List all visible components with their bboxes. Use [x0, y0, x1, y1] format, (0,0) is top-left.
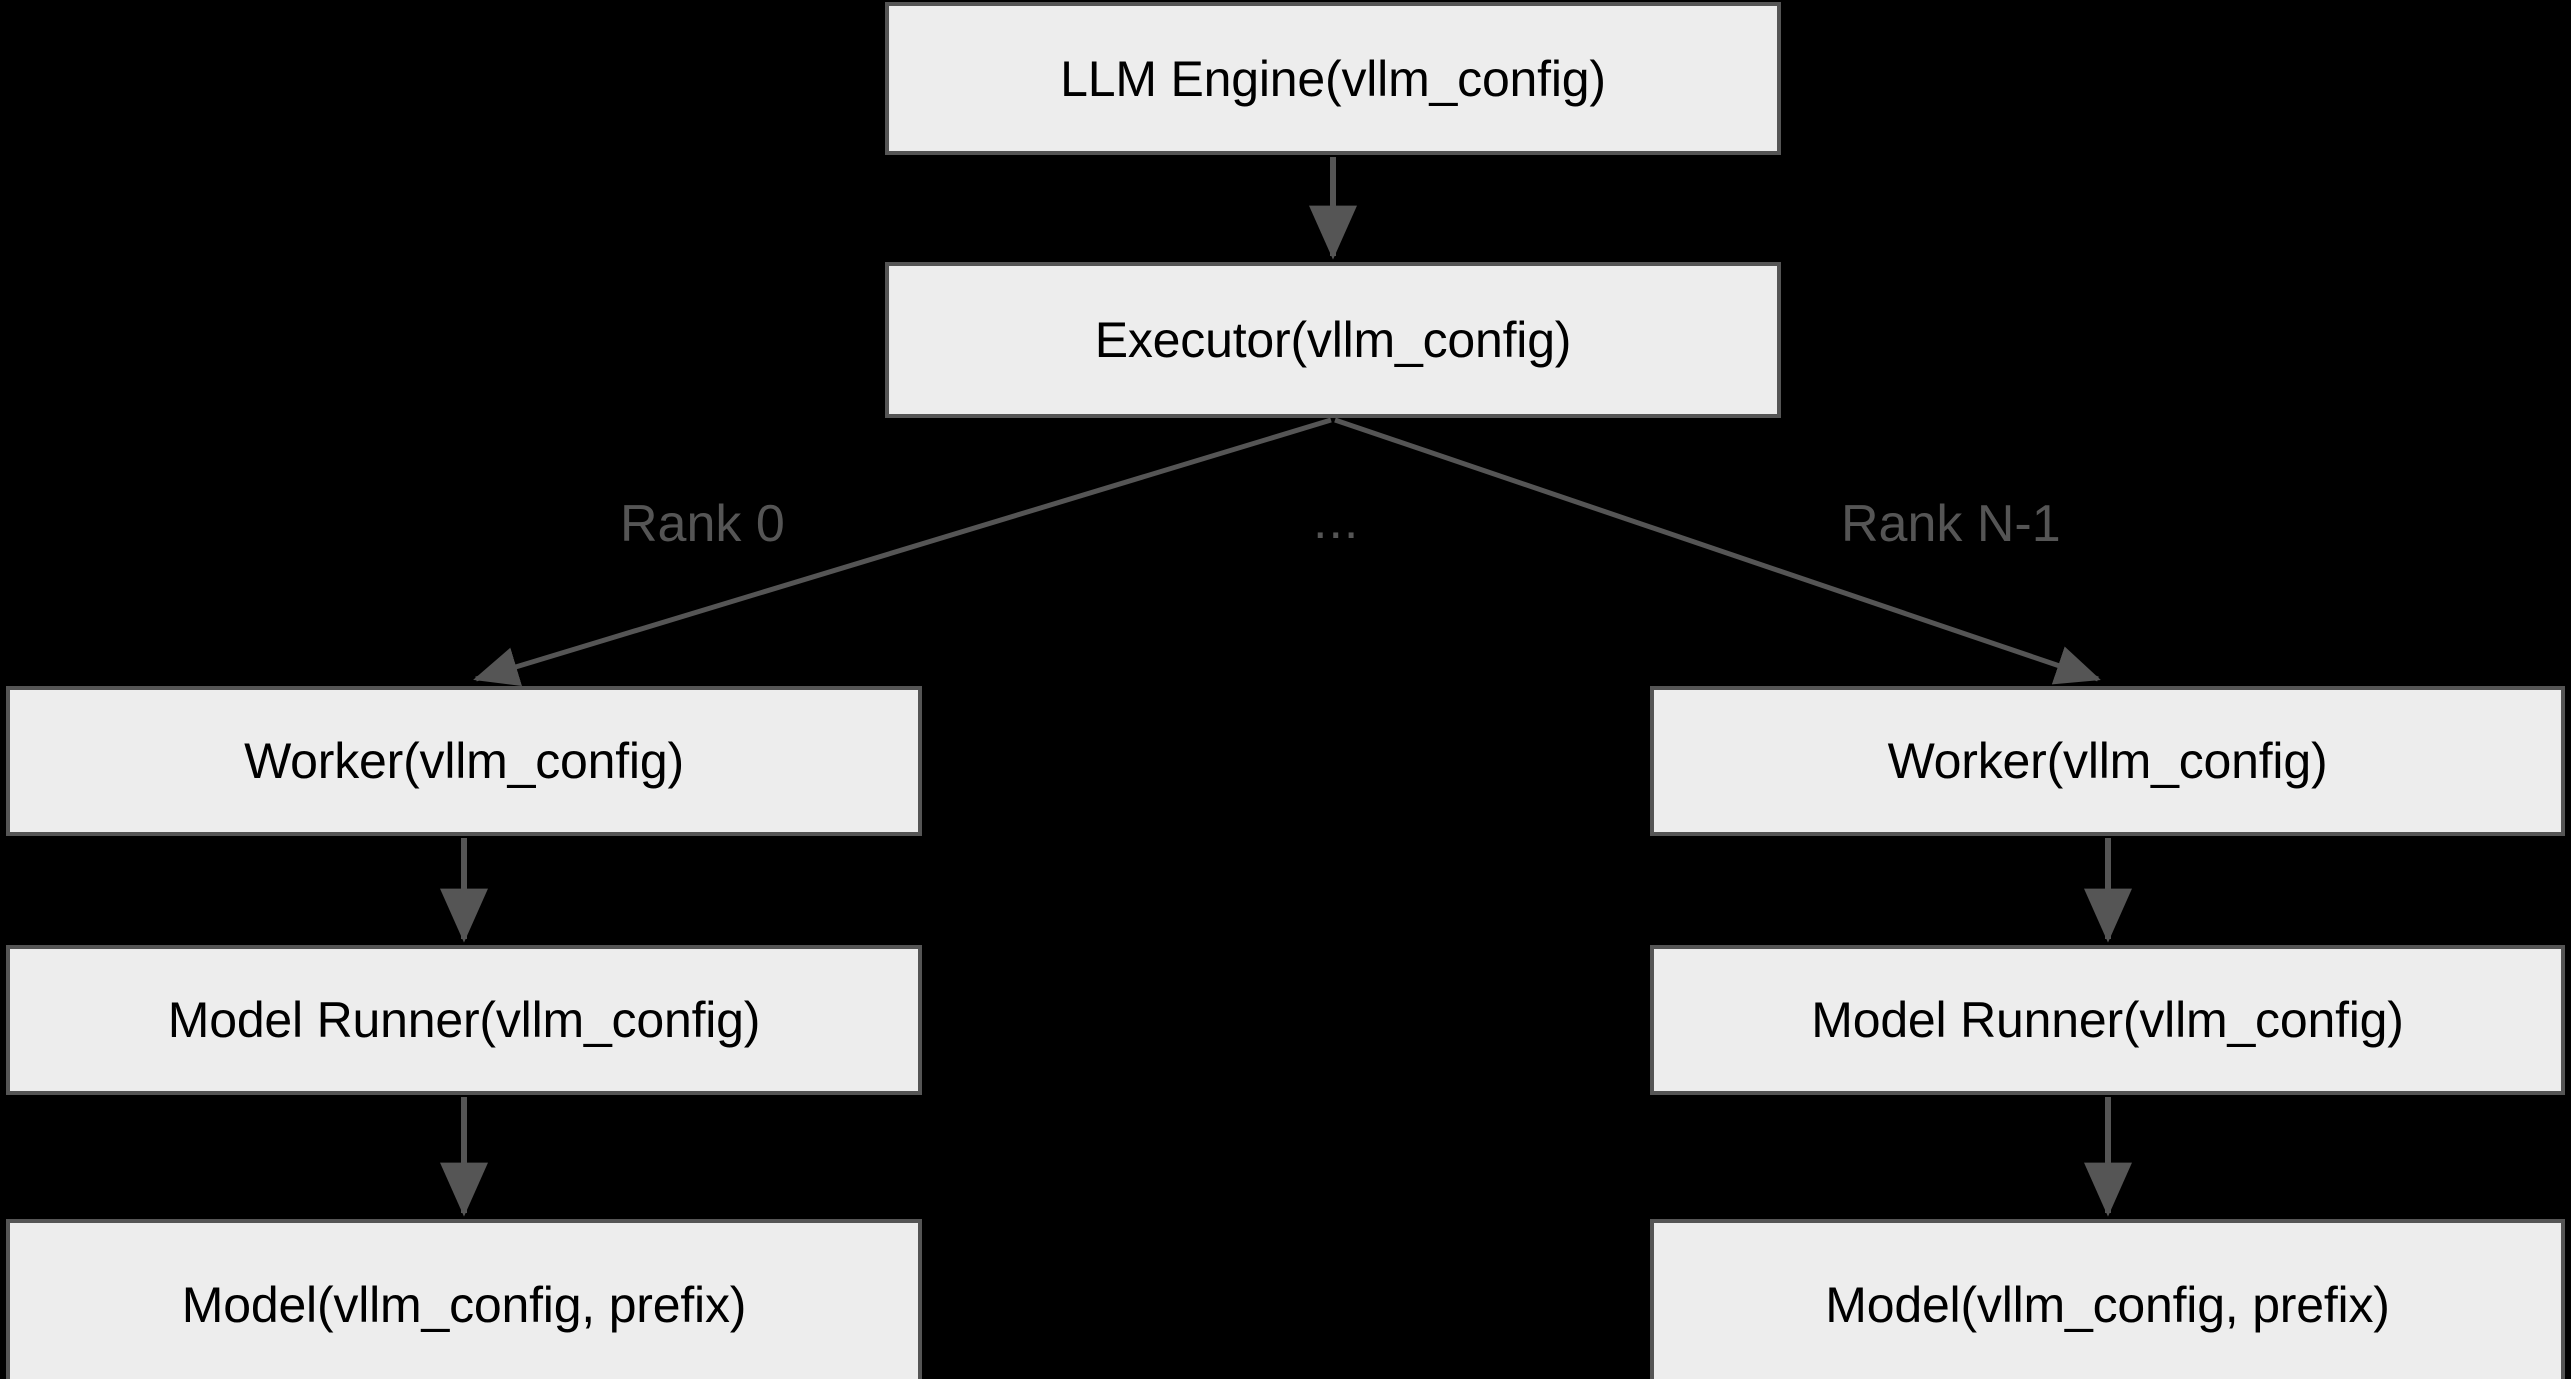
node-model-runner-rankn[interactable]: Model Runner(vllm_config) — [1650, 945, 2565, 1095]
node-executor-label: Executor(vllm_config) — [1094, 312, 1572, 368]
node-worker-rankn[interactable]: Worker(vllm_config) — [1650, 686, 2565, 836]
node-worker-rank0-label: Worker(vllm_config) — [244, 733, 684, 789]
edge-label-rank-n-minus-1: Rank N-1 — [1841, 495, 2061, 553]
node-model-runner-rank0[interactable]: Model Runner(vllm_config) — [6, 945, 922, 1095]
edge-label-rank-0: Rank 0 — [620, 495, 785, 553]
node-executor[interactable]: Executor(vllm_config) — [885, 262, 1781, 418]
node-model-rankn-label: Model(vllm_config, prefix) — [1825, 1277, 2390, 1333]
node-llm-engine-label: LLM Engine(vllm_config) — [1060, 50, 1606, 107]
node-worker-rankn-label: Worker(vllm_config) — [1887, 733, 2328, 789]
node-model-runner-rankn-label: Model Runner(vllm_config) — [1811, 992, 2404, 1048]
node-model-rank0-label: Model(vllm_config, prefix) — [181, 1277, 747, 1333]
node-model-rank0[interactable]: Model(vllm_config, prefix) — [6, 1219, 922, 1379]
edge-executor-to-worker-rank0 — [473, 417, 1332, 686]
node-worker-rank0[interactable]: Worker(vllm_config) — [6, 686, 922, 836]
node-model-runner-rank0-label: Model Runner(vllm_config) — [167, 992, 761, 1048]
node-model-rankn[interactable]: Model(vllm_config, prefix) — [1650, 1219, 2565, 1379]
node-llm-engine[interactable]: LLM Engine(vllm_config) — [885, 2, 1781, 155]
edge-label-ellipsis: ... — [1313, 492, 1360, 550]
